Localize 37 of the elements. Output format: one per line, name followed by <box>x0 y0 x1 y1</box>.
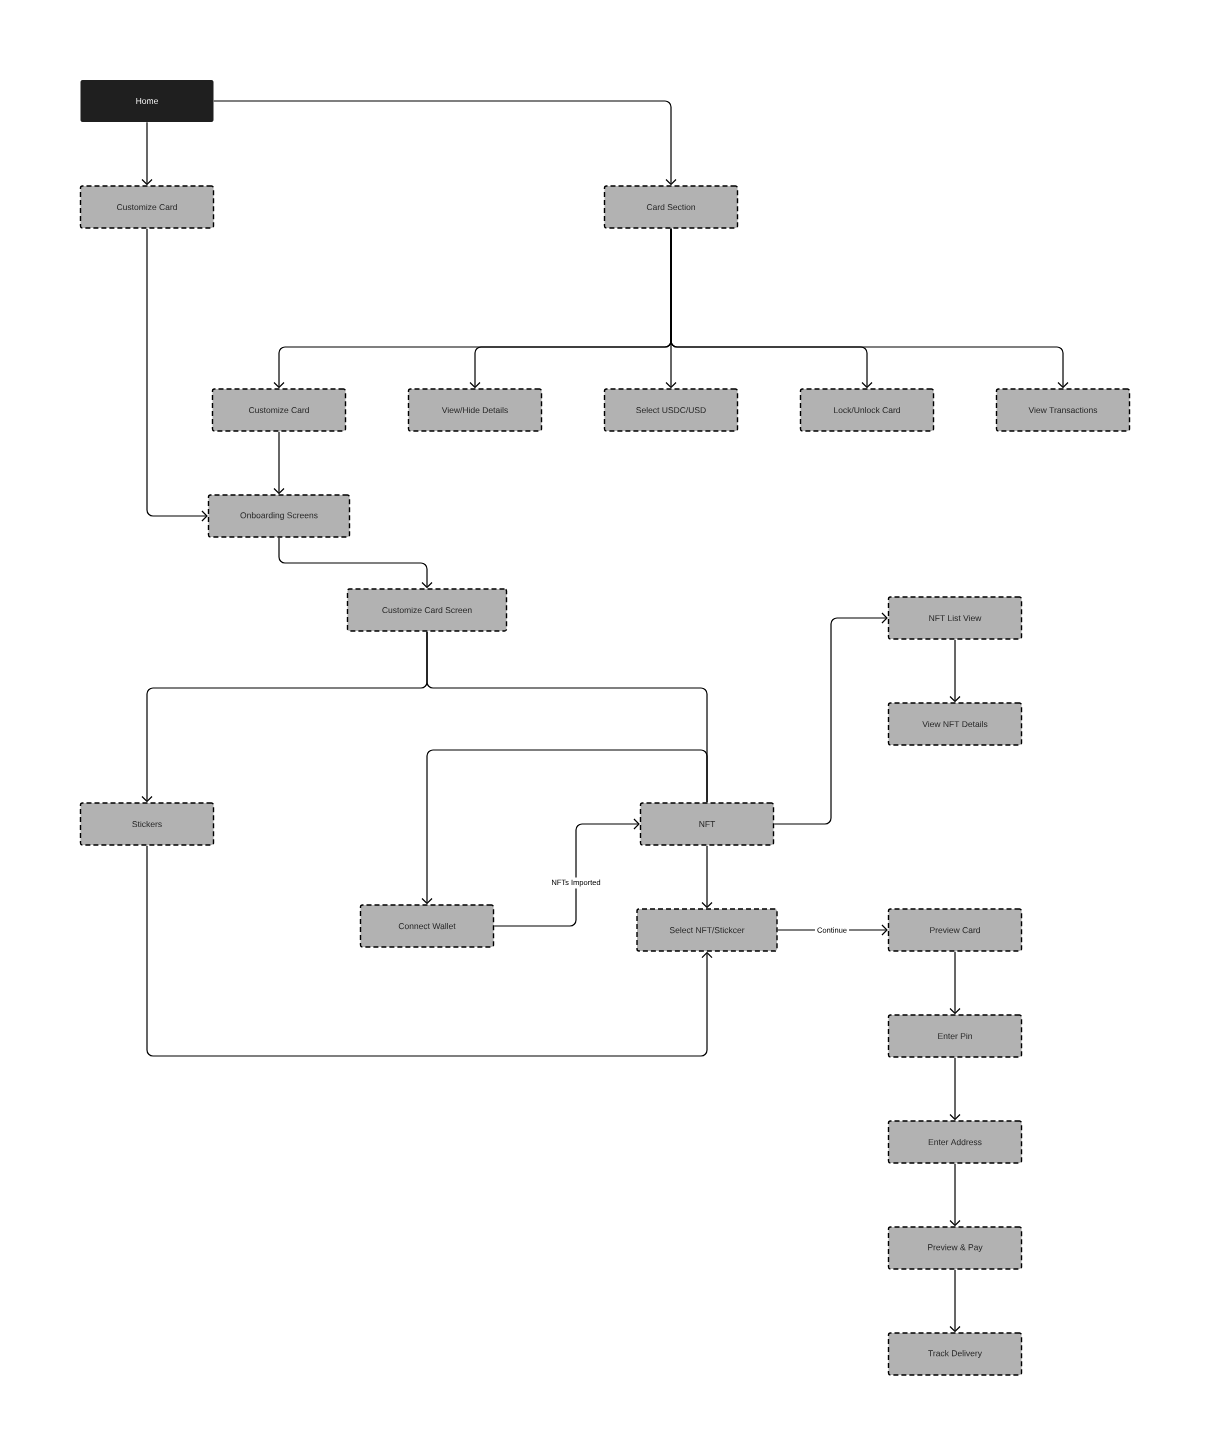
arrow <box>949 951 961 1015</box>
arrow <box>273 431 285 495</box>
arrow <box>949 639 961 703</box>
process-box: NFT <box>639 802 775 846</box>
process-box: Connect Wallet <box>359 904 495 948</box>
process-box: Track Delivery <box>887 1332 1023 1376</box>
process-box: Enter Address <box>887 1120 1023 1164</box>
process-box: Home <box>80 80 214 122</box>
process-box: Customize Card <box>79 185 215 229</box>
arrow <box>949 1057 961 1121</box>
arrow <box>146 845 713 1057</box>
arrow <box>141 121 153 186</box>
process-box: Preview Card <box>887 908 1023 952</box>
arrow <box>213 100 677 186</box>
process-box: View Transactions <box>995 388 1131 432</box>
process-box: View NFT Details <box>887 702 1023 746</box>
arrow <box>949 1163 961 1227</box>
process-box: Lock/Unlock Card <box>799 388 935 432</box>
arrow <box>949 1269 961 1333</box>
process-box: Stickers <box>79 802 215 846</box>
process-box: Preview & Pay <box>887 1226 1023 1270</box>
process-box: View/Hide Details <box>407 388 543 432</box>
process-box: Customize Card <box>211 388 347 432</box>
arrow <box>701 845 713 909</box>
arrow <box>278 537 433 589</box>
arrow <box>773 612 888 825</box>
process-box: Onboarding Screens <box>207 494 351 538</box>
arrow <box>421 749 708 905</box>
process-box: Customize Card Screen <box>346 588 508 632</box>
arrow <box>493 818 640 927</box>
process-box: Select USDC/USD <box>603 388 739 432</box>
process-box: Enter Pin <box>887 1014 1023 1058</box>
process-box: Card Section <box>603 185 739 229</box>
process-box: Select NFT/Stickcer <box>636 908 778 952</box>
arrow <box>146 228 208 522</box>
arrow <box>670 228 1069 389</box>
process-box: NFT List View <box>887 596 1023 640</box>
